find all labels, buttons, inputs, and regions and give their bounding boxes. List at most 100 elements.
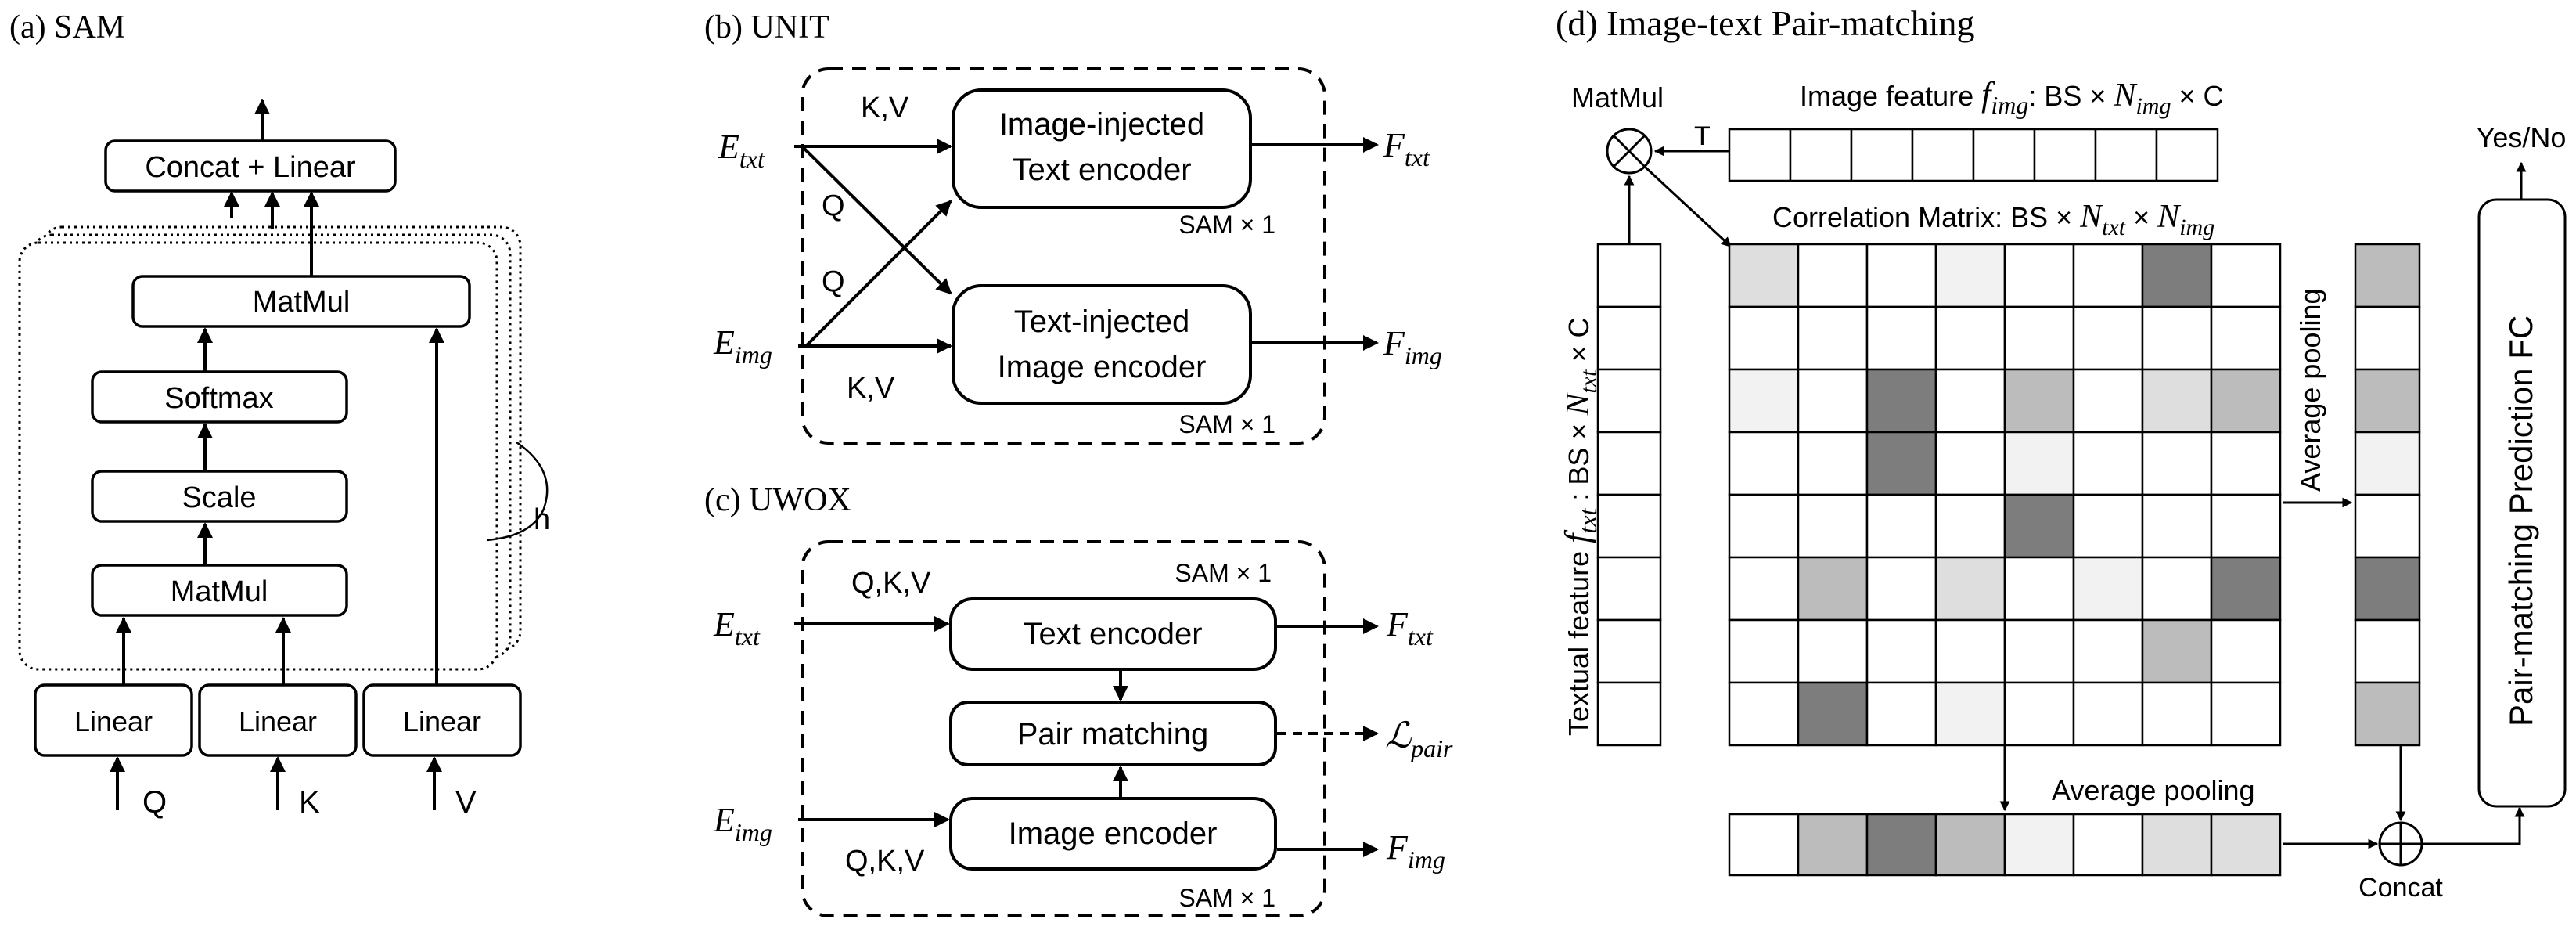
sam-title: (a) SAM bbox=[9, 9, 125, 45]
column-pooled-cell bbox=[2210, 813, 2282, 877]
head-container bbox=[18, 241, 498, 671]
matrix-cell bbox=[1797, 431, 1869, 496]
image-feature-cell bbox=[2155, 128, 2219, 182]
textual-feature-cell bbox=[1596, 243, 1662, 308]
uwox-text-encoder-label: Text encoder bbox=[1023, 617, 1202, 651]
matrix-cell bbox=[2210, 431, 2282, 496]
matrix-cell bbox=[1865, 368, 1937, 434]
matmul-bottom-label: MatMul bbox=[171, 575, 268, 608]
matrix-cell bbox=[2210, 556, 2282, 622]
unit-title: (b) UNIT bbox=[704, 9, 829, 45]
panel-uwox: (c) UWOX Etxt Eimg Q,K,V SAM × 1 Text en… bbox=[704, 482, 1453, 917]
matrix-cell bbox=[1728, 618, 1800, 684]
unit-f-img: Fimg bbox=[1383, 324, 1442, 369]
uwox-title: (c) UWOX bbox=[704, 482, 851, 518]
uwox-dashed-container bbox=[801, 540, 1326, 917]
panel-sam: (a) SAM h Concat + Linear MatMul Softmax… bbox=[9, 9, 550, 820]
matrix-cell bbox=[2210, 243, 2282, 308]
correlation-matrix bbox=[1728, 243, 2282, 747]
matrix-cell bbox=[1797, 305, 1869, 371]
uwox-e-txt: Etxt bbox=[713, 605, 761, 651]
matrix-cell bbox=[2003, 368, 2075, 434]
uwox-qkv-top: Q,K,V bbox=[851, 567, 931, 600]
unit-q-upper: Q bbox=[822, 189, 845, 222]
image-feature-cell bbox=[1728, 128, 1792, 182]
matrix-cell bbox=[2003, 431, 2075, 496]
matrix-cell bbox=[1797, 243, 1869, 308]
row-pooled-cell bbox=[2354, 243, 2421, 308]
matrix-cell bbox=[2141, 493, 2213, 559]
pair-matching-box bbox=[949, 701, 1277, 766]
softmax-box bbox=[91, 370, 348, 424]
row-pooled-cell bbox=[2354, 556, 2421, 622]
matrix-cell bbox=[2003, 681, 2075, 747]
image-encoder-line2: Image encoder bbox=[998, 350, 1207, 384]
matmul-cross-b bbox=[1612, 134, 1646, 168]
unit-e-img: Eimg bbox=[713, 323, 772, 369]
linear-k-box bbox=[198, 683, 358, 757]
matrix-cell bbox=[1865, 305, 1937, 371]
concat-linear-box bbox=[104, 139, 397, 193]
matrix-cell bbox=[2210, 368, 2282, 434]
column-pooled-cell bbox=[2141, 813, 2213, 877]
matrix-cell bbox=[2141, 243, 2213, 308]
uwox-sam-top: SAM × 1 bbox=[1175, 559, 1272, 587]
matrix-cell bbox=[2003, 556, 2075, 622]
linear-k-label: Linear bbox=[239, 705, 317, 737]
textual-feature-cell bbox=[1596, 493, 1662, 559]
correlation-matrix-label: Correlation Matrix: BS × Ntxt × Nimg bbox=[1772, 199, 2214, 240]
avg-pool-bottom-label: Average pooling bbox=[2052, 774, 2255, 806]
matrix-cell bbox=[2003, 305, 2075, 371]
uwox-f-txt: Ftxt bbox=[1386, 605, 1434, 651]
row-pooled-cell bbox=[2354, 493, 2421, 559]
unit-e-txt: Etxt bbox=[718, 128, 765, 173]
matrix-cell bbox=[1728, 431, 1800, 496]
matrix-cell bbox=[2072, 681, 2144, 747]
unit-f-txt: Ftxt bbox=[1383, 126, 1430, 171]
image-feature-cell bbox=[1789, 128, 1853, 182]
pair-loss: ℒpair bbox=[1385, 716, 1453, 762]
row-pooled-cell bbox=[2354, 618, 2421, 684]
image-feature-cell bbox=[1850, 128, 1914, 182]
unit-q-lower: Q bbox=[822, 265, 845, 298]
matrix-cell bbox=[2003, 618, 2075, 684]
matrix-cell bbox=[1934, 243, 2006, 308]
image-feature-cell bbox=[1911, 128, 1975, 182]
prediction-fc-label: Pair-matching Prediction FC bbox=[2502, 315, 2539, 726]
row-pooled-cell bbox=[2354, 431, 2421, 496]
matrix-cell bbox=[1728, 493, 1800, 559]
matmul-top-label: MatMul bbox=[253, 286, 351, 319]
matmul-to-matrix-arrow bbox=[1643, 165, 1732, 248]
avg-pool-right-label: Average pooling bbox=[2294, 288, 2326, 492]
matrix-cell bbox=[1728, 305, 1800, 371]
unit-kv-bottom: K,V bbox=[847, 372, 895, 405]
image-feature-vector bbox=[1728, 128, 2219, 182]
uwox-sam-bottom: SAM × 1 bbox=[1178, 884, 1275, 912]
panel-matching: (d) Image-text Pair-matching MatMul Imag… bbox=[1556, 3, 2567, 903]
matrix-cell bbox=[2141, 368, 2213, 434]
matrix-cell bbox=[2072, 305, 2144, 371]
column-pooled-cell bbox=[2003, 813, 2075, 877]
matrix-cell bbox=[1728, 243, 1800, 308]
column-pooled-cell bbox=[2072, 813, 2144, 877]
uwox-image-encoder-label: Image encoder bbox=[1009, 816, 1218, 851]
text-injected-image-encoder-box bbox=[952, 284, 1252, 405]
concat-linear-label: Concat + Linear bbox=[145, 151, 356, 184]
matrix-cell bbox=[1934, 681, 2006, 747]
matrix-cell bbox=[1934, 305, 2006, 371]
matrix-cell bbox=[1728, 681, 1800, 747]
matrix-cell bbox=[2210, 618, 2282, 684]
linear-q-box bbox=[34, 683, 193, 757]
matrix-cell bbox=[2210, 493, 2282, 559]
linear-v-box bbox=[362, 683, 522, 757]
text-encoder-line1: Image-injected bbox=[999, 107, 1204, 142]
unit-dashed-container bbox=[801, 67, 1326, 445]
matrix-cell bbox=[1797, 493, 1869, 559]
matrix-cell bbox=[1797, 681, 1869, 747]
matrix-cell bbox=[2141, 431, 2213, 496]
matrix-cell bbox=[2072, 493, 2144, 559]
matrix-cell bbox=[2072, 618, 2144, 684]
matrix-cell bbox=[2141, 618, 2213, 684]
matrix-cell bbox=[1728, 556, 1800, 622]
